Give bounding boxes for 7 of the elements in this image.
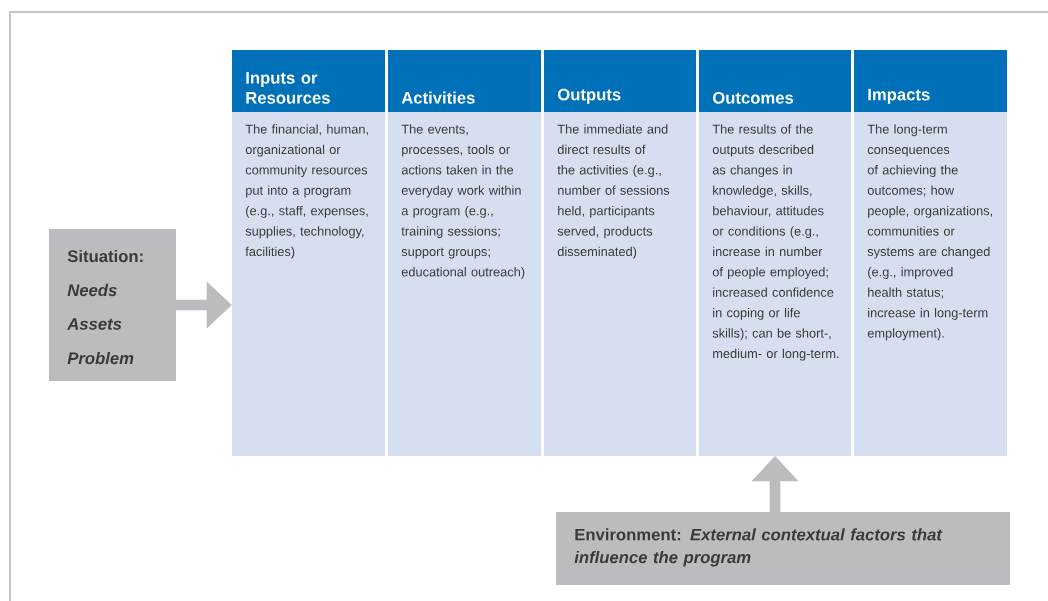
column-box: Outcomes The results of the outputs described as changes in knowledge, skills, behaviour, attitudes or conditions (e.g., increase in number of people employed; increased confidence in coping or life skills); can be short-, medium- or long-term. <box>699 50 851 456</box>
column-box: Inputs or Resources The financial, human, organizational or community resources put into a program (e.g., staff, expenses, supplies, technology, facilities) <box>232 50 385 456</box>
column-box: Activities The events, processes, tools or actions taken in the everyday work within a program (e.g., training sessions; support groups; educational outreach) <box>388 50 541 456</box>
situation-box: Situation: Needs Assets Problem <box>49 229 176 381</box>
column-box: Outputs The immediate and direct results of the activities (e.g., number of sessions held, participants served, products disseminated) <box>544 50 696 456</box>
column-box: Impacts The long-term consequences of achieving the outcomes; how people, organizations, communities or systems are changed (e.g., improved health status; increase in long-term employment). <box>854 50 1007 456</box>
environment-box: Environment: External contextual factors that influence the program <box>556 512 1010 585</box>
